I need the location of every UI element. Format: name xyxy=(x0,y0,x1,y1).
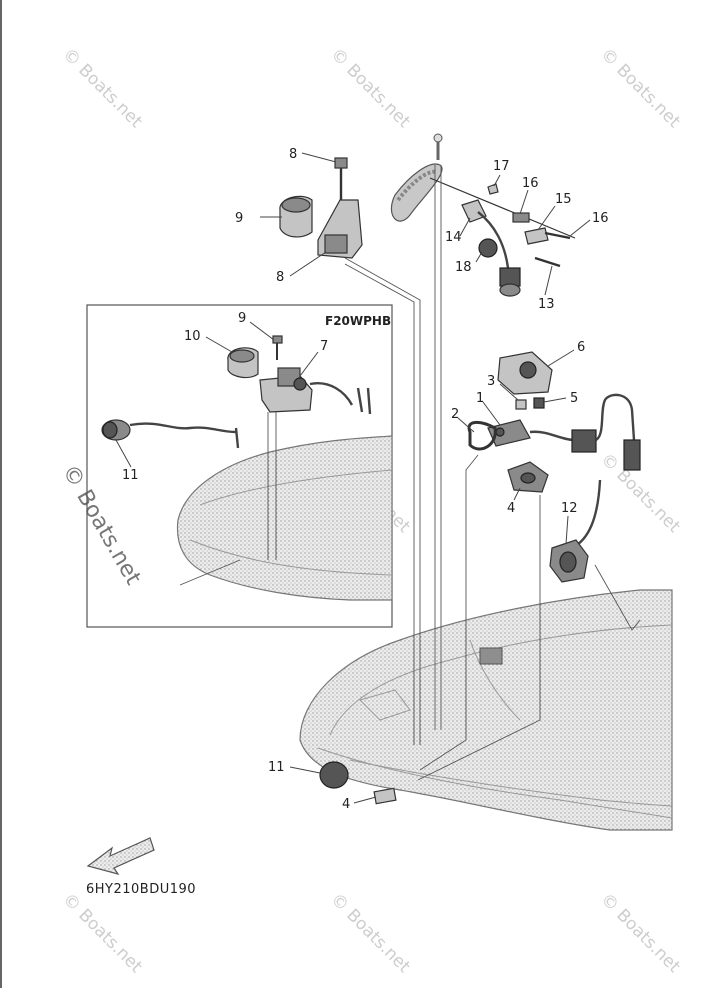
inset-clamp xyxy=(227,347,259,379)
bottom-cowling xyxy=(299,589,673,831)
assembly-guide-lines xyxy=(344,165,541,781)
callout-8: 8 xyxy=(276,270,284,285)
watermark: © Boats.net xyxy=(58,44,146,132)
watermark: © Boats.net xyxy=(58,889,146,977)
callout-13: 14 xyxy=(445,230,462,245)
switch-bracket-assembly xyxy=(279,157,363,259)
callout-10: 10 xyxy=(184,329,201,344)
callout-10: 9 xyxy=(235,211,243,226)
callout-6: 5 xyxy=(570,391,578,406)
callout-7: 6 xyxy=(577,340,585,355)
callout-2: 2 xyxy=(451,407,459,422)
callout-17: 17 xyxy=(493,159,510,174)
grommet-and-plate xyxy=(319,761,397,805)
callout-5: 4 xyxy=(507,501,515,516)
watermark: © Boats.net xyxy=(326,889,414,977)
callout-16: 13 xyxy=(538,297,555,312)
leader-lines xyxy=(115,152,591,804)
callouts: 8 9 8 17 16 15 14 16 18 13 9 10 7 6 3 5 … xyxy=(122,147,609,812)
callout-12: 12 xyxy=(561,501,578,516)
callout-3: 3 xyxy=(487,374,495,389)
watermark: © Boats.net xyxy=(326,44,414,132)
inset-switch xyxy=(101,419,240,449)
callout-18: 18 xyxy=(455,260,472,275)
callout-11: 11 xyxy=(122,468,139,483)
callout-11: 11 xyxy=(268,760,285,775)
callout-9: 8 xyxy=(289,147,297,162)
catalog-code: 6HY210BDU190 xyxy=(86,882,196,897)
callout-4: 4 xyxy=(342,797,350,812)
direction-arrow-icon xyxy=(86,837,155,875)
watermark: © Boats.net xyxy=(596,889,684,977)
main-switch-assembly xyxy=(467,351,641,631)
callout-16: 16 xyxy=(592,211,609,226)
inset-model-label: F20WPHB xyxy=(325,314,391,328)
lanyard-assembly xyxy=(390,133,576,297)
callout-15: 16 xyxy=(522,176,539,191)
callout-14: 15 xyxy=(555,192,572,207)
callout-8: 7 xyxy=(320,339,328,354)
inset-panel: F20WPHB xyxy=(86,304,393,628)
watermark: © Boats.net xyxy=(596,44,684,132)
callout-1: 1 xyxy=(476,391,484,406)
callout-9: 9 xyxy=(238,311,246,326)
